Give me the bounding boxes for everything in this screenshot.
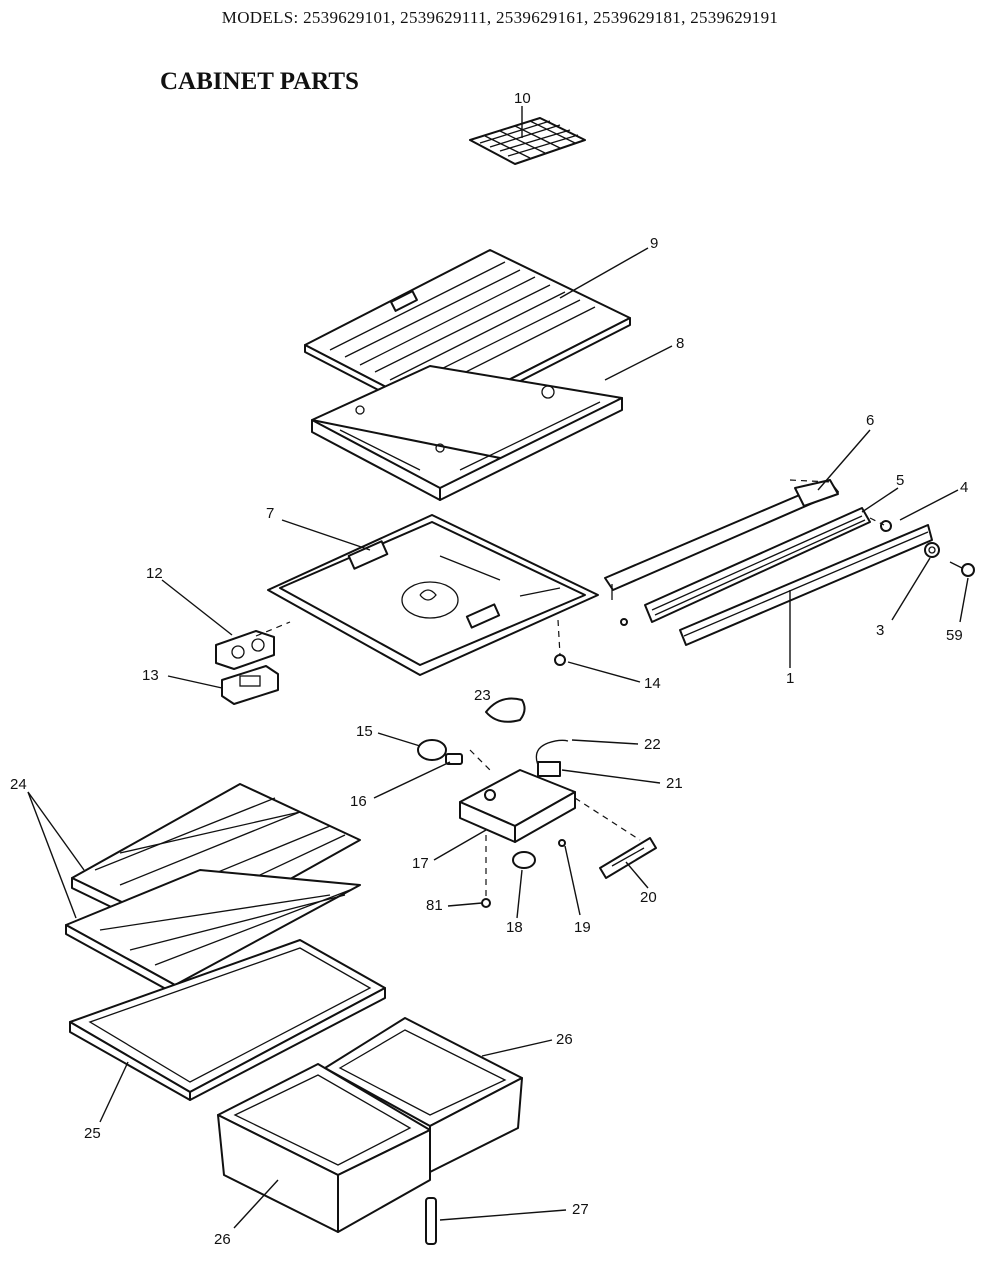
part-13-bracket xyxy=(221,665,279,705)
callout-19: 19 xyxy=(574,919,591,936)
part-18-knob xyxy=(512,851,536,869)
section-title: CABINET PARTS xyxy=(160,68,359,95)
callout-9: 9 xyxy=(650,235,658,252)
callout-26-right: 26 xyxy=(556,1031,573,1048)
callout-27: 27 xyxy=(572,1201,589,1218)
part-20-bracket xyxy=(599,837,657,879)
part-24-glass-shelf-lower xyxy=(65,869,361,995)
part-15-light-bulb xyxy=(417,739,447,761)
part-4-washer xyxy=(880,520,892,532)
part-21-switch xyxy=(537,761,561,777)
part-17-control-housing xyxy=(459,769,576,843)
part-25-crisper-cover xyxy=(69,939,386,1101)
callout-5: 5 xyxy=(896,472,904,489)
part-19-screw xyxy=(558,839,566,847)
part-81-screw xyxy=(481,898,491,908)
part-12-bracket xyxy=(215,630,275,670)
callout-1: 1 xyxy=(786,670,794,687)
callout-25: 25 xyxy=(84,1125,101,1142)
part-8-freezer-floor-panel xyxy=(311,365,623,501)
callout-24: 24 xyxy=(10,776,27,793)
callout-23: 23 xyxy=(474,687,491,704)
callout-26-left: 26 xyxy=(214,1231,231,1248)
part-14-plug xyxy=(554,654,566,666)
part-7-shelf-tray xyxy=(267,514,599,676)
part-22-wire xyxy=(535,739,569,766)
callout-12: 12 xyxy=(146,565,163,582)
models-header: MODELS: 2539629101, 2539629111, 25396291… xyxy=(221,8,779,27)
callout-10: 10 xyxy=(514,90,531,107)
part-23-light-shield xyxy=(485,697,526,723)
part-3-nut xyxy=(924,542,940,558)
callout-6: 6 xyxy=(866,412,874,429)
callout-59: 59 xyxy=(946,627,963,644)
part-16-socket xyxy=(445,753,463,765)
part-26-crisper-drawer-left xyxy=(217,1063,431,1233)
part-59-screw xyxy=(949,561,975,577)
callout-8: 8 xyxy=(676,335,684,352)
part-6-rail xyxy=(604,479,839,600)
callout-3: 3 xyxy=(876,622,884,639)
part-27-roller-pin xyxy=(425,1197,437,1245)
callout-7: 7 xyxy=(266,505,274,522)
callout-16: 16 xyxy=(350,793,367,810)
callout-4: 4 xyxy=(960,479,968,496)
callout-81: 81 xyxy=(426,897,443,914)
callout-20: 20 xyxy=(640,889,657,906)
part-10-ice-tray xyxy=(469,117,586,165)
callout-21: 21 xyxy=(666,775,683,792)
callout-17: 17 xyxy=(412,855,429,872)
callout-14: 14 xyxy=(644,675,661,692)
part-1-rail xyxy=(679,524,933,646)
callout-22: 22 xyxy=(644,736,661,753)
callout-15: 15 xyxy=(356,723,373,740)
callout-18: 18 xyxy=(506,919,523,936)
callout-13: 13 xyxy=(142,667,159,684)
part-5-rail xyxy=(620,507,871,626)
